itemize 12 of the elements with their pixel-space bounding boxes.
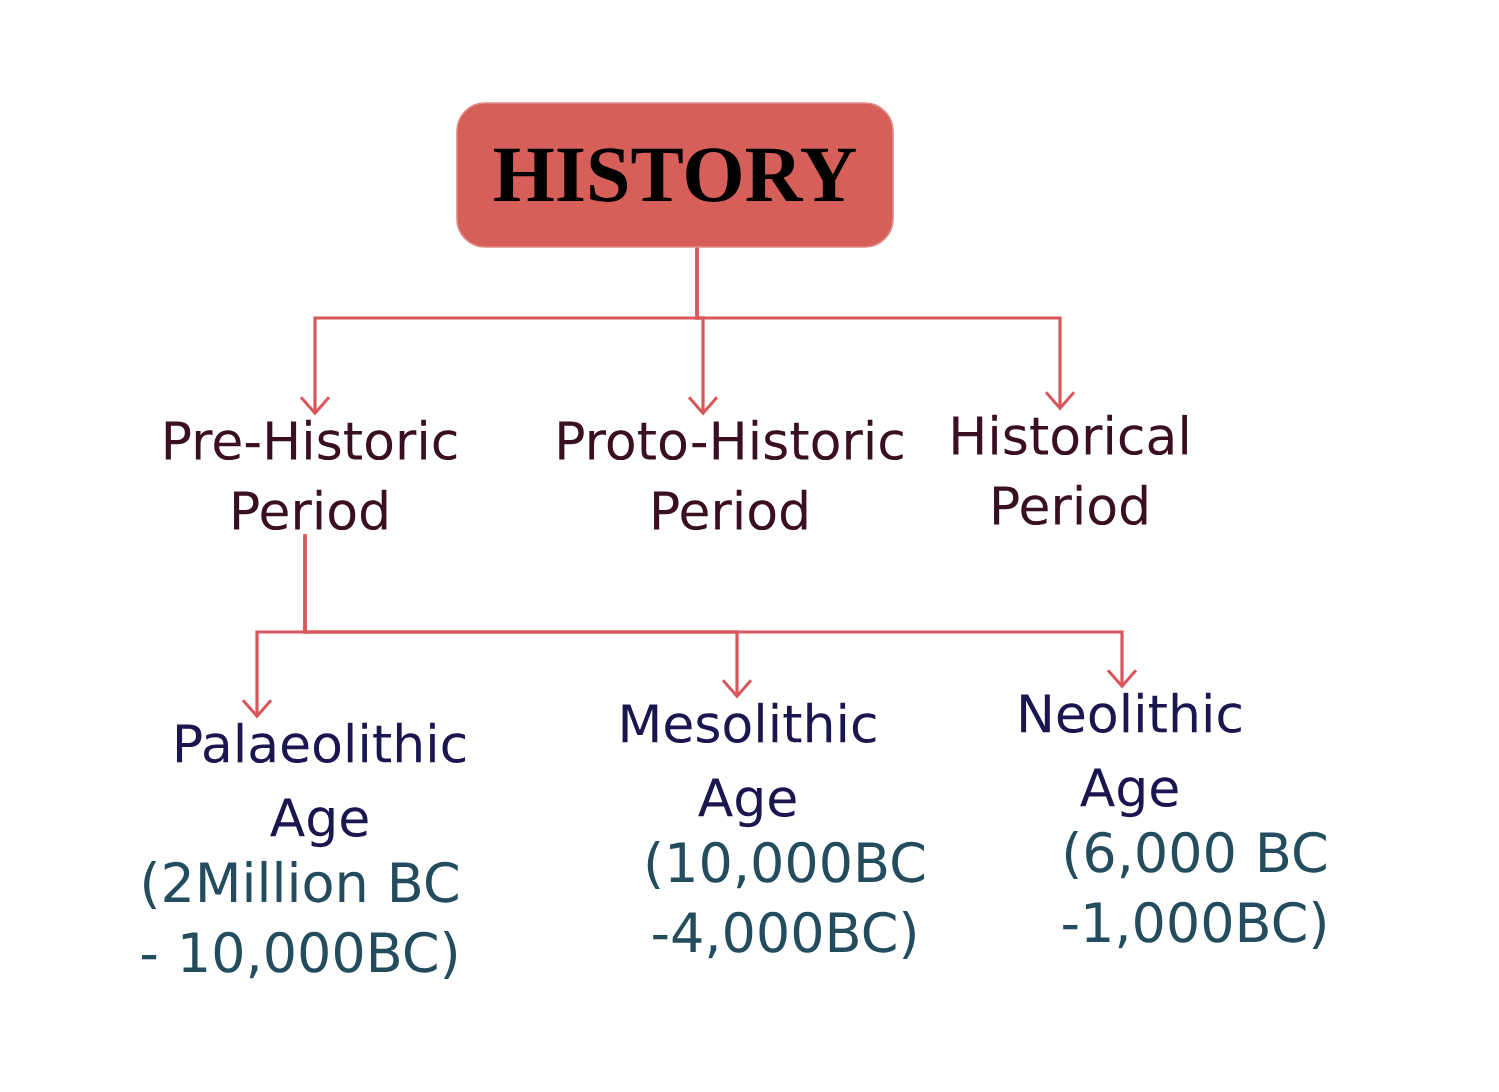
node-label: Neolithic Age — [1021, 692, 1241, 818]
arrow — [303, 534, 1138, 689]
date-range: (6,000 BC -1,000BC) — [1063, 830, 1326, 950]
node-label: Historical Period — [953, 414, 1187, 526]
node-label: Proto-Historic Period — [559, 419, 903, 531]
rounded-box: HISTORY — [456, 102, 894, 248]
node-label: Pre-Historic Period — [165, 419, 457, 531]
date-range: (10,000BC -4,000BC) — [647, 840, 924, 960]
node-label: Palaeolithic Age — [177, 722, 466, 848]
arrow — [695, 247, 1076, 411]
date-range: (2Million BC - 10,000BC) — [142, 860, 458, 980]
node-label: Mesolithic Age — [622, 702, 876, 828]
